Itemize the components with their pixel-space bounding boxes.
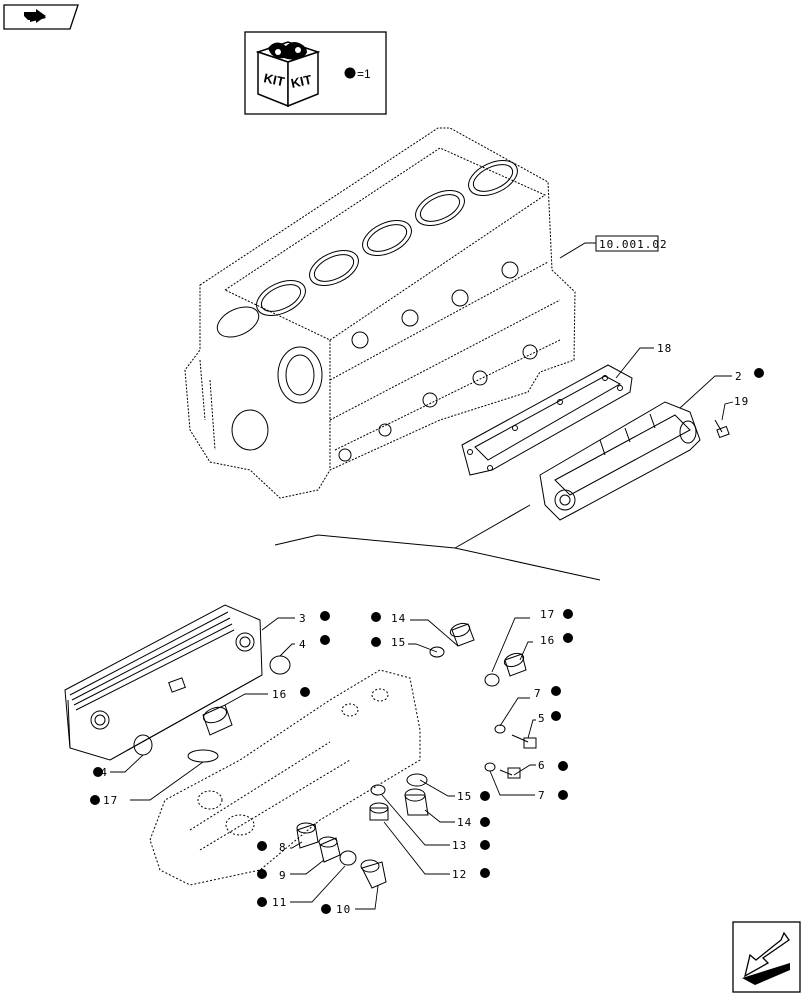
callout-15: 15 bbox=[457, 790, 472, 803]
reference-code-label: 10.001.02 bbox=[599, 238, 668, 251]
kit-marker-dot bbox=[300, 687, 310, 697]
callout-9: 9 bbox=[279, 869, 287, 882]
gasket-drawing bbox=[461, 364, 633, 476]
kit-marker-dot bbox=[754, 368, 764, 378]
kit-marker-dot bbox=[344, 67, 356, 79]
kit-marker-dot bbox=[563, 609, 573, 619]
callout-19: 19 bbox=[734, 395, 749, 408]
kit-label-right: KIT bbox=[290, 72, 314, 91]
callout-12: 12 bbox=[452, 868, 467, 881]
callout-17: 17 bbox=[540, 608, 555, 621]
next-page-arrow-icon[interactable] bbox=[732, 921, 801, 993]
seal-parts-drawing bbox=[133, 622, 537, 889]
kit-marker-dot bbox=[480, 817, 490, 827]
screw-19-drawing bbox=[714, 419, 730, 439]
kit-marker-dot bbox=[480, 840, 490, 850]
callout-4: 4 bbox=[100, 766, 108, 779]
callout-13: 13 bbox=[452, 839, 467, 852]
oil-cooler-core-drawing bbox=[64, 604, 263, 761]
kit-marker-dot bbox=[371, 612, 381, 622]
kit-marker-dot bbox=[371, 637, 381, 647]
callout-14: 14 bbox=[457, 816, 472, 829]
kit-marker-dot bbox=[257, 897, 267, 907]
reference-code-box[interactable]: 10.001.02 bbox=[559, 235, 668, 259]
callout-15: 15 bbox=[391, 636, 406, 649]
kit-label-left: KIT bbox=[262, 70, 286, 89]
kit-marker-dot bbox=[320, 611, 330, 621]
callout-17: 17 bbox=[103, 794, 118, 807]
callout-8: 8 bbox=[279, 841, 287, 854]
callout-14: 14 bbox=[391, 612, 406, 625]
kit-marker-dot bbox=[558, 761, 568, 771]
kit-marker-dot bbox=[321, 904, 331, 914]
upper-leaders bbox=[615, 347, 734, 421]
kit-marker-dot bbox=[93, 767, 103, 777]
callout-16: 16 bbox=[272, 688, 287, 701]
kit-marker-dot bbox=[551, 686, 561, 696]
callout-7: 7 bbox=[538, 789, 546, 802]
kit-marker-dot bbox=[257, 869, 267, 879]
book-arrow-icon[interactable] bbox=[3, 4, 79, 30]
kit-marker-dot bbox=[320, 635, 330, 645]
kit-marker-dot bbox=[480, 868, 490, 878]
engine-block-drawing bbox=[184, 127, 576, 499]
callout-10: 10 bbox=[336, 903, 351, 916]
callout-3: 3 bbox=[299, 612, 307, 625]
callout-7: 7 bbox=[534, 687, 542, 700]
lower-leaders bbox=[110, 617, 536, 910]
oil-cooler-cover-drawing bbox=[539, 401, 701, 521]
callout-4: 4 bbox=[299, 638, 307, 651]
callout-5: 5 bbox=[538, 712, 546, 725]
kit-legend: KIT KIT =1 bbox=[244, 31, 387, 115]
callout-11: 11 bbox=[272, 896, 287, 909]
exploded-view-divider bbox=[274, 504, 601, 581]
kit-marker-dot bbox=[257, 841, 267, 851]
callout-16: 16 bbox=[540, 634, 555, 647]
kit-marker-dot bbox=[551, 711, 561, 721]
oil-filter-housing-drawing bbox=[149, 669, 421, 886]
kit-quantity-label: =1 bbox=[357, 67, 371, 81]
kit-marker-dot bbox=[90, 795, 100, 805]
callout-2: 2 bbox=[735, 370, 743, 383]
kit-marker-dot bbox=[563, 633, 573, 643]
callout-6: 6 bbox=[538, 759, 546, 772]
kit-marker-dot bbox=[480, 791, 490, 801]
kit-box-icon: KIT KIT bbox=[255, 41, 321, 108]
callout-18: 18 bbox=[657, 342, 672, 355]
kit-marker-dot bbox=[558, 790, 568, 800]
